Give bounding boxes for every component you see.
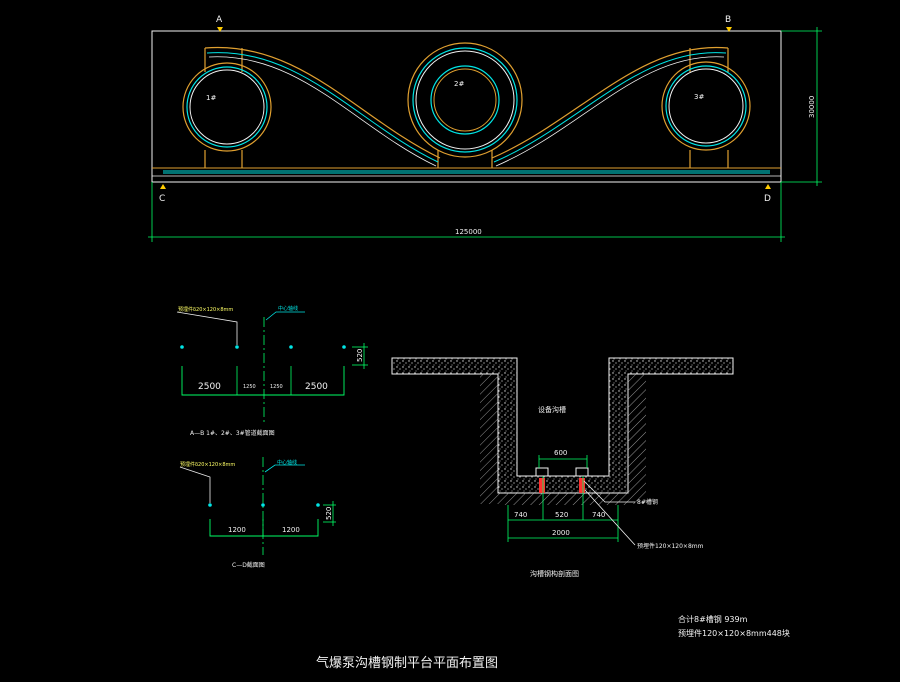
marker-b: B [725, 15, 731, 25]
marker-a-icon [217, 27, 223, 32]
trench-section: 设备沟槽 600 740 520 740 2000 8#槽钢 预埋件120×12… [391, 357, 734, 578]
dim-520-a: 520 [356, 349, 364, 362]
dim-2500-left: 2500 [198, 382, 221, 392]
label-embed: 预埋件120×120×8mm [637, 542, 704, 550]
pump-2-label: 2# [454, 80, 464, 88]
plan-view: A B C D 1# 2# 3# 125000 30000 [148, 15, 822, 242]
section-a-caption: A—B 1#、2#、3#管道截面图 [190, 429, 275, 437]
dim-length-label: 125000 [455, 228, 482, 236]
dim-740-right: 740 [592, 511, 605, 519]
trench-inner-label: 设备沟槽 [538, 405, 566, 414]
marker-b-icon [726, 27, 732, 32]
label-channel: 8#槽钢 [637, 498, 658, 506]
pump-1-label: 1# [206, 94, 216, 102]
pump-2 [407, 42, 523, 168]
plan-outline [151, 30, 782, 183]
notes-line-2: 预埋件120×120×8mm448块 [678, 628, 790, 638]
pump-3 [661, 48, 751, 168]
dim-520-t: 520 [555, 511, 568, 519]
dim-length [148, 182, 785, 242]
section-c-centerline: 中心轴线 [277, 459, 297, 466]
marker-a: A [216, 15, 223, 25]
dim-1200-left: 1200 [228, 526, 246, 534]
pump-3-label: 3# [694, 93, 704, 101]
dim-740-left: 740 [514, 511, 527, 519]
dim-1250-right: 1250 [270, 384, 283, 390]
trench-concrete [391, 357, 734, 494]
trench-curves [204, 46, 729, 167]
dim-1200-right: 1200 [282, 526, 300, 534]
marker-c: C [159, 194, 165, 204]
section-a-leader: 预埋件δ20×120×8mm [178, 306, 233, 313]
marker-d: D [764, 194, 771, 204]
section-a-b: 预埋件δ20×120×8mm 中心轴线 2500 1250 1250 2500 … [176, 305, 368, 437]
pump-1 [182, 48, 272, 168]
section-a-centerline: 中心轴线 [278, 305, 298, 312]
trench-caption: 沟槽钢构剖面图 [530, 569, 579, 578]
dim-1250-left: 1250 [243, 384, 256, 390]
dim-2500-right: 2500 [305, 382, 328, 392]
drawing-title: 气爆泵沟槽钢制平台平面布置图 [316, 655, 498, 671]
dim-height [781, 27, 822, 186]
section-c-caption: C—D截面图 [232, 561, 265, 569]
marker-c-icon [160, 184, 166, 189]
section-c-d: 预埋件δ20×120×8mm 中心轴线 1200 1200 520 C—D截面图 [179, 457, 336, 569]
notes-line-1: 合计8#槽钢 939m [678, 614, 748, 624]
dim-600: 600 [554, 449, 567, 457]
dim-height-label: 30000 [808, 96, 816, 118]
dim-2000: 2000 [552, 529, 570, 537]
marker-d-icon [765, 184, 771, 189]
section-c-leader: 预埋件δ20×120×8mm [180, 461, 235, 468]
dim-520-c: 520 [325, 507, 333, 520]
